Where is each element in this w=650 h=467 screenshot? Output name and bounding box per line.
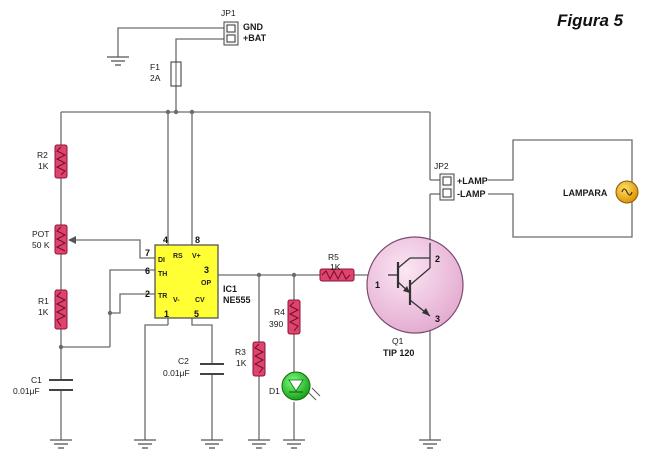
q1-pin1-label: 1 (375, 280, 380, 290)
fuse-f1: F1 2A (150, 61, 182, 87)
r1-ref: R1 (38, 296, 49, 306)
jp1-ref: JP1 (221, 8, 236, 18)
r4-ref: R4 (274, 307, 285, 317)
ground-icon (419, 439, 441, 449)
ic1-ne555: 4 8 7 6 2 1 5 3 DI RS V+ TH OP TR V- CV … (145, 235, 251, 319)
jp2-connector: JP2 +LAMP -LAMP (434, 161, 488, 201)
light-emission-icon (307, 387, 321, 401)
q1-pin3-label: 3 (435, 314, 440, 324)
ic1-pin-th: TH (158, 271, 167, 278)
ground-icon (248, 439, 270, 449)
f1-ref: F1 (150, 62, 160, 72)
q1-part: TIP 120 (383, 348, 414, 358)
r3-ref: R3 (235, 347, 246, 357)
capacitor-c1: C1 0.01μF (13, 375, 73, 396)
r2-value: 1K (38, 161, 49, 171)
ic1-pin-op: OP (201, 280, 211, 287)
jp2-ref: JP2 (434, 161, 449, 171)
lamp-label: LAMPARA (563, 188, 608, 198)
ground-icon (50, 439, 72, 449)
c1-ref: C1 (31, 375, 42, 385)
ground-icon (107, 56, 129, 66)
lamp-filament-icon (621, 188, 633, 196)
pot-ref: POT (32, 229, 49, 239)
ic1-pin7-number: 7 (145, 248, 150, 258)
r5-ref: R5 (328, 252, 339, 262)
ic1-pin-rs: RS (173, 253, 183, 260)
resistor-r5: R5 1K (319, 252, 355, 282)
ic1-pin4-number: 4 (163, 235, 168, 245)
resistor-r3: R3 1K (235, 341, 266, 377)
wires (60, 27, 633, 440)
r4-value: 390 (269, 319, 283, 329)
jp1-pin1-label: GND (243, 22, 264, 32)
ic1-pin8-number: 8 (195, 235, 200, 245)
ic1-ref: IC1 (223, 284, 237, 294)
jp2-pin2-label: -LAMP (457, 189, 486, 199)
resistor-r1: R1 1K (38, 289, 68, 330)
ground-icon (201, 439, 223, 449)
r2-ref: R2 (37, 150, 48, 160)
ground-symbols (50, 56, 441, 449)
lamp: LAMPARA (563, 180, 639, 204)
q1-ref: Q1 (392, 336, 404, 346)
ic1-pin5-number: 5 (194, 309, 199, 319)
potentiometer-pot: POT 50 K (32, 224, 76, 255)
resistor-r2: R2 1K (37, 144, 68, 179)
pot-value: 50 K (32, 240, 50, 250)
c2-ref: C2 (178, 356, 189, 366)
ic1-pin-cv: CV (195, 297, 205, 304)
ground-icon (283, 439, 305, 449)
resistor-r4: R4 390 (269, 299, 301, 335)
ic1-pin-vminus: V- (173, 297, 180, 304)
r3-value: 1K (236, 358, 247, 368)
ic1-pin-di: DI (158, 257, 165, 264)
ic1-pin6-number: 6 (145, 266, 150, 276)
wiper-arrow-icon (68, 236, 76, 244)
led-d1: D1 (269, 371, 321, 401)
jp1-connector: JP1 GND +BAT (221, 8, 267, 46)
d1-ref: D1 (269, 386, 280, 396)
c1-value: 0.01μF (13, 386, 40, 396)
ic1-pin-vplus: V+ (192, 253, 201, 260)
q1-pin2-label: 2 (435, 254, 440, 264)
r1-value: 1K (38, 307, 49, 317)
ic1-pin1-number: 1 (164, 309, 169, 319)
jp1-pin2-label: +BAT (243, 33, 267, 43)
jp2-pin1-label: +LAMP (457, 176, 488, 186)
figure-title: Figura 5 (557, 11, 624, 30)
ground-icon (134, 439, 156, 449)
c2-value: 0.01μF (163, 368, 190, 378)
transistor-q1: 1 2 3 Q1 TIP 120 (366, 236, 464, 358)
ic1-pin3-number: 3 (204, 265, 209, 275)
capacitor-c2: C2 0.01μF (163, 356, 224, 378)
ic1-part: NE555 (223, 295, 251, 305)
r5-value: 1K (330, 262, 341, 272)
ic1-pin2-number: 2 (145, 289, 150, 299)
ic1-pin-tr: TR (158, 293, 167, 300)
f1-value: 2A (150, 73, 161, 83)
